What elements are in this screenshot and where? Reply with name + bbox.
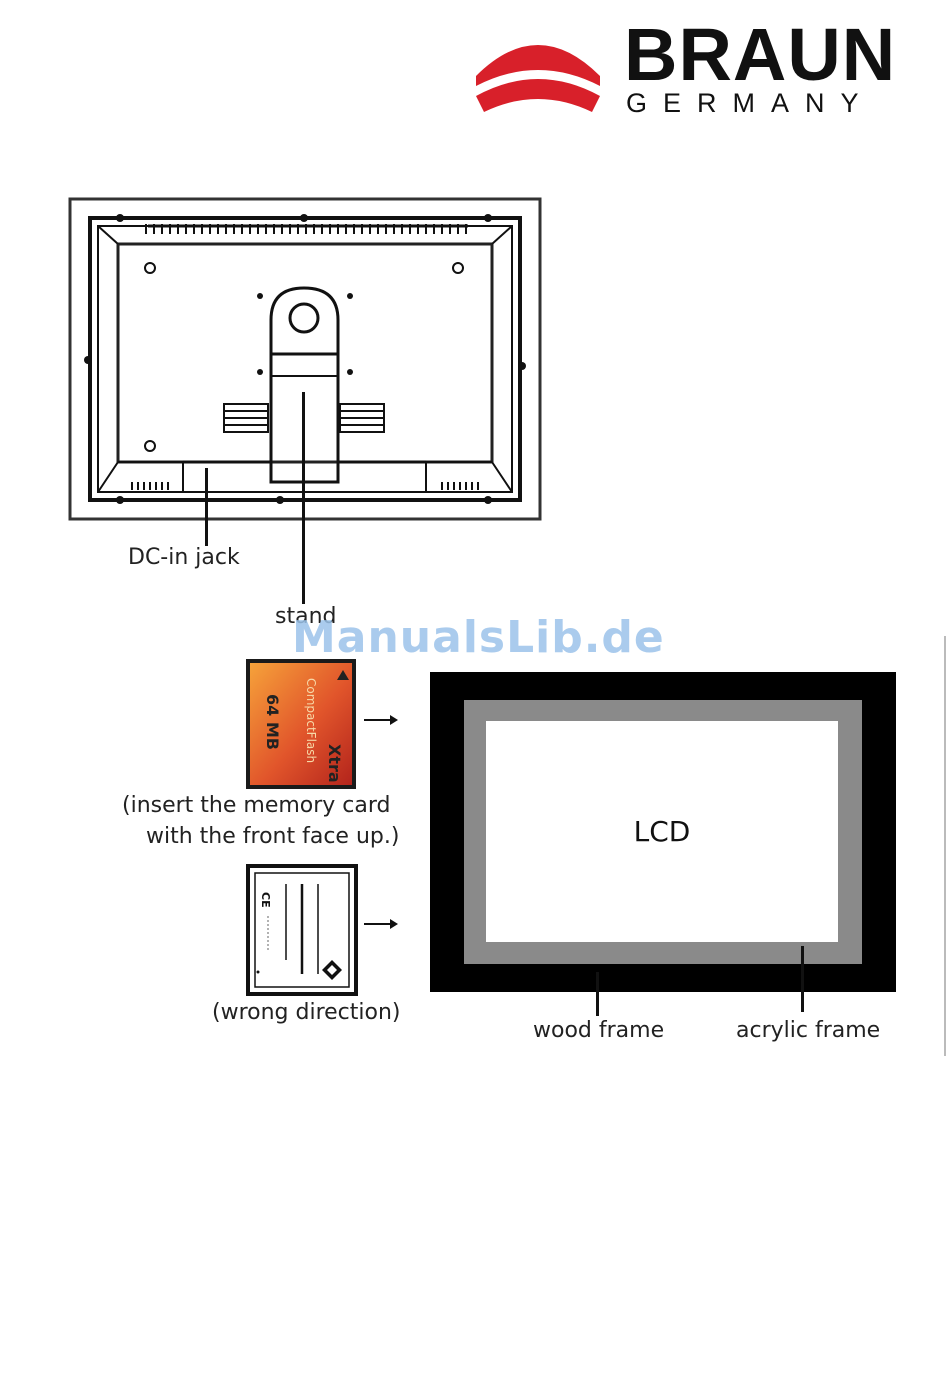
page-edge-divider	[944, 636, 946, 1056]
ce-mark-text: CE	[259, 892, 272, 908]
lcd-panel: LCD	[486, 721, 838, 942]
dc-jack-label: DC-in jack	[128, 545, 240, 571]
stand-pointer	[302, 392, 305, 604]
card-capacity-text: 64 MB	[263, 694, 282, 750]
wood-frame-label: wood frame	[533, 1018, 664, 1044]
arrow-right-icon	[362, 914, 400, 934]
insert-caption-line1: (insert the memory card	[122, 793, 391, 819]
arrow-right-icon	[362, 710, 400, 730]
wood-frame-pointer	[596, 972, 599, 1016]
card-brand-text: Xtra	[325, 744, 344, 783]
watermark: ManualsLib.de	[292, 612, 665, 663]
braun-logo-icon	[472, 24, 604, 114]
memory-card-wrong: CE	[246, 864, 358, 996]
acrylic-frame-label: acrylic frame	[736, 1018, 880, 1044]
memory-card-correct: CompactFlash 64 MB Xtra	[245, 658, 357, 790]
lcd-label: LCD	[634, 815, 691, 848]
brand-name: BRAUN	[624, 18, 896, 92]
acrylic-frame-pointer	[801, 946, 804, 1012]
insert-caption-line2: with the front face up.)	[146, 824, 399, 850]
wrong-direction-caption: (wrong direction)	[212, 1000, 401, 1026]
card-type-text: CompactFlash	[304, 678, 318, 763]
frame-back-diagram	[68, 196, 542, 522]
dc-jack-pointer	[205, 468, 208, 546]
brand-subtitle: GERMANY	[626, 90, 875, 117]
